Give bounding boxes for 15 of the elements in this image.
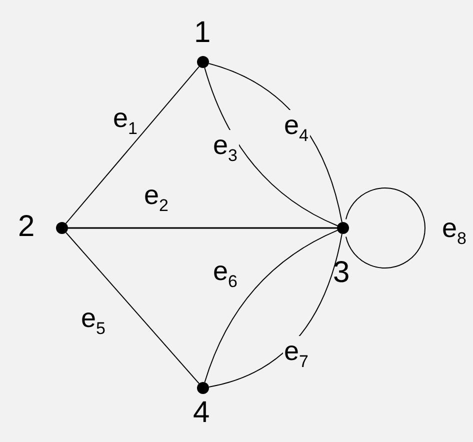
vertex-dot [337,222,349,234]
vertex-label: 2 [18,212,35,242]
loop-edge [345,188,426,268]
vertex-label: 4 [193,398,210,428]
graph-edge [65,232,200,384]
vertex-dot [197,56,209,68]
vertex-label: 1 [194,18,211,48]
graph-edge [68,227,337,229]
vertex-dot [56,222,68,234]
graph-edge [65,66,200,224]
vertex-dot [197,382,209,394]
edge-label: e$_{7}$ [283,336,310,366]
vertex-label: 3 [333,258,350,288]
edge-label: e$_{3}$ [212,130,238,160]
edge-label: e$_{4}$ [283,110,310,140]
